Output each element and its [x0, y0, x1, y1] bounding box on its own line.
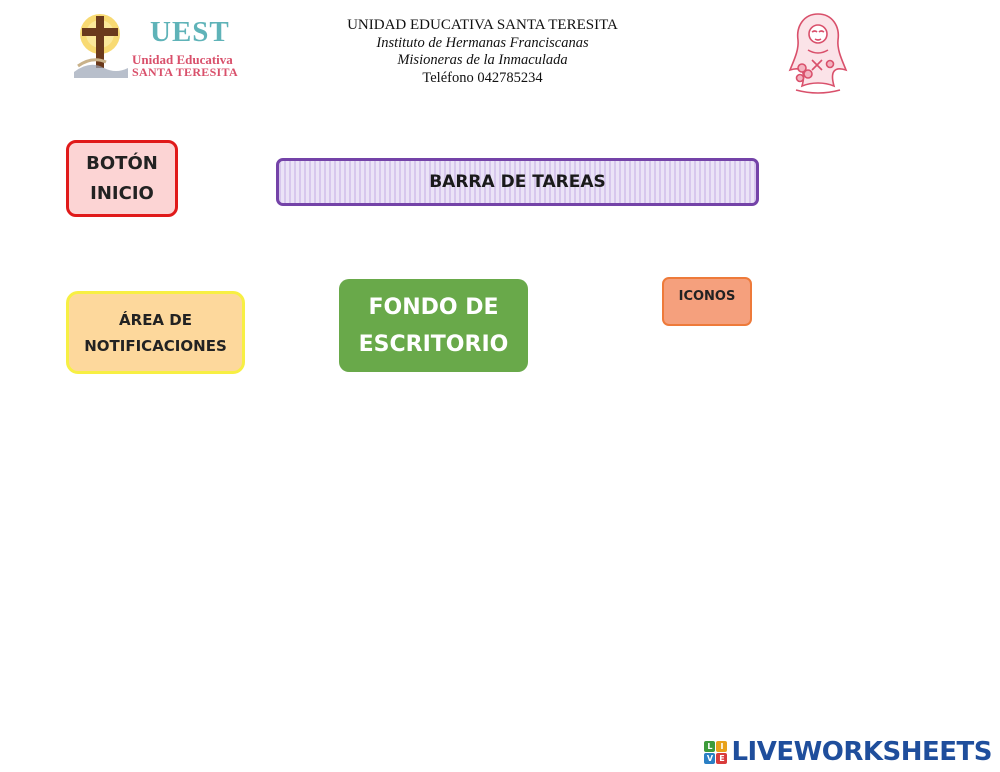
brand-name: LIVEWORKSHEETS: [731, 737, 992, 767]
institute-name: Instituto de Hermanas Franciscanas: [376, 34, 589, 51]
logo-line-2: SANTA TERESITA: [132, 65, 238, 79]
brand-tile: L: [704, 740, 716, 752]
phone-number: Teléfono 042785234: [422, 69, 543, 86]
label-fondo-escritorio[interactable]: FONDO DE ESCRITORIO: [339, 279, 528, 372]
liveworksheets-brand: L I V E LIVEWORKSHEETS: [704, 736, 992, 768]
saint-illustration-icon: [782, 10, 854, 98]
school-name: UNIDAD EDUCATIVA SANTA TERESITA: [347, 17, 618, 33]
school-logo: UEST Unidad Educativa SANTA TERESITA: [68, 10, 258, 82]
label-area-notificaciones[interactable]: ÁREA DE NOTIFICACIONES: [66, 291, 245, 374]
label-iconos[interactable]: ICONOS: [662, 277, 752, 326]
liveworksheets-logo-icon: L I V E: [704, 740, 728, 764]
cross-icon: [72, 12, 130, 80]
brand-tile: I: [716, 740, 728, 752]
brand-tile: V: [704, 752, 716, 764]
logo-line-1: Unidad Educativa: [132, 52, 233, 67]
logo-brand-text: UEST: [150, 16, 230, 48]
school-header: UNIDAD EDUCATIVA SANTA TERESITA Institut…: [300, 17, 665, 87]
label-barra-tareas[interactable]: BARRA DE TAREAS: [276, 158, 759, 206]
brand-tile: E: [716, 752, 728, 764]
label-boton-inicio[interactable]: BOTÓN INICIO: [66, 140, 178, 217]
congregation-name: Misioneras de la Inmaculada: [397, 52, 568, 68]
